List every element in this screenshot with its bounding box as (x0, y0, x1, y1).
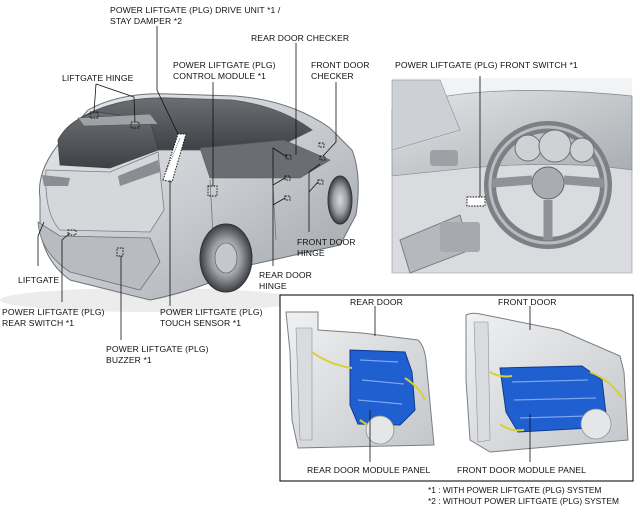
leader-liftgate-hinge (93, 83, 136, 123)
label-liftgate-line1: LIFTGATE (18, 275, 60, 285)
rear-door-module-panel-shape (349, 349, 416, 426)
marker-rear-door-hinge-1 (284, 175, 291, 181)
label-touch-sensor: POWER LIFTGATE (PLG) TOUCH SENSOR *1 (160, 307, 263, 328)
footnote-2: *2 : WITHOUT POWER LIFTGATE (PLG) SYSTEM (428, 496, 619, 506)
leader-lines (37, 26, 531, 462)
label-rear-door-hinge-line1: REAR DOOR (259, 270, 312, 280)
label-front-door-checker-line2: CHECKER (311, 70, 354, 81)
front-door-illustration (465, 312, 629, 453)
label-buzzer-line1: POWER LIFTGATE (PLG) (106, 344, 209, 354)
label-rear-door-line1: REAR DOOR (350, 297, 403, 307)
label-rear-door-hinge: REAR DOOR HINGE (259, 270, 312, 291)
label-drive-unit: POWER LIFTGATE (PLG) DRIVE UNIT *1 / STA… (110, 5, 280, 26)
label-front-door-hinge: FRONT DOOR HINGE (297, 237, 356, 258)
drive-unit-marker (162, 133, 187, 183)
marker-front-door-hinge-2 (318, 142, 325, 148)
leader-front-door-hinge (308, 163, 321, 232)
marker-front-door-checker (319, 155, 326, 161)
leader-liftgate (37, 221, 45, 266)
label-front-door-hinge-line2: HINGE (297, 247, 325, 258)
label-rear-switch: POWER LIFTGATE (PLG) REAR SWITCH *1 (2, 307, 105, 328)
label-rear-door-module-panel: REAR DOOR MODULE PANEL (307, 465, 430, 476)
label-control-module: POWER LIFTGATE (PLG) CONTROL MODULE *1 (173, 60, 276, 81)
label-liftgate-hinge-line1: LIFTGATE HINGE (62, 73, 134, 83)
label-front-door: FRONT DOOR (498, 297, 557, 308)
label-rear-door-module-panel-line1: REAR DOOR MODULE PANEL (307, 465, 431, 475)
label-front-switch-line1: POWER LIFTGATE (PLG) FRONT SWITCH *1 (395, 60, 578, 70)
marker-buzzer (116, 247, 124, 257)
car-illustration (0, 93, 359, 312)
label-front-door-hinge-line1: FRONT DOOR (297, 237, 356, 247)
marker-rear-door-checker (285, 154, 292, 160)
label-liftgate-hinge: LIFTGATE HINGE (62, 73, 133, 84)
leader-rear-switch (61, 232, 71, 302)
label-buzzer: POWER LIFTGATE (PLG) BUZZER *1 (106, 344, 209, 365)
label-front-door-checker: FRONT DOOR CHECKER (311, 60, 370, 81)
label-drive-unit-line2: STAY DAMPER *2 (110, 15, 183, 26)
marker-rear-switch (67, 229, 77, 236)
label-touch-sensor-line1: POWER LIFTGATE (PLG) (160, 307, 263, 317)
label-control-module-line1: POWER LIFTGATE (PLG) (173, 60, 276, 70)
label-front-door-line1: FRONT DOOR (498, 297, 557, 307)
marker-rear-door-hinge-2 (284, 195, 291, 201)
label-buzzer-line2: BUZZER *1 (106, 354, 152, 365)
leader-rear-door-hinge (272, 147, 288, 266)
dashboard-illustration (391, 78, 633, 274)
leader-drive-unit (156, 26, 179, 135)
label-rear-switch-line1: POWER LIFTGATE (PLG) (2, 307, 105, 317)
label-rear-switch-line2: REAR SWITCH *1 (2, 317, 75, 328)
label-liftgate: LIFTGATE (18, 275, 59, 286)
footnote-1: *1 : WITH POWER LIFTGATE (PLG) SYSTEM (428, 485, 602, 495)
label-rear-door: REAR DOOR (350, 297, 403, 308)
label-front-door-module-panel-line1: FRONT DOOR MODULE PANEL (457, 465, 586, 475)
label-front-door-module-panel: FRONT DOOR MODULE PANEL (457, 465, 586, 476)
label-rear-door-checker-line1: REAR DOOR CHECKER (251, 33, 350, 43)
label-rear-door-hinge-line2: HINGE (259, 280, 287, 291)
marker-front-switch (466, 196, 486, 207)
rear-door-illustration (285, 311, 435, 449)
label-rear-door-checker: REAR DOOR CHECKER (251, 33, 349, 44)
label-control-module-line2: CONTROL MODULE *1 (173, 70, 267, 81)
label-front-door-checker-line1: FRONT DOOR (311, 60, 370, 70)
car-part-markers (67, 111, 326, 257)
marker-control-module (207, 185, 218, 197)
label-touch-sensor-line2: TOUCH SENSOR *1 (160, 317, 242, 328)
leader-front-door-checker (322, 82, 337, 157)
marker-front-door-hinge-1 (317, 179, 324, 185)
label-front-switch: POWER LIFTGATE (PLG) FRONT SWITCH *1 (395, 60, 578, 71)
label-drive-unit-line1: POWER LIFTGATE (PLG) DRIVE UNIT *1 / (110, 5, 281, 15)
